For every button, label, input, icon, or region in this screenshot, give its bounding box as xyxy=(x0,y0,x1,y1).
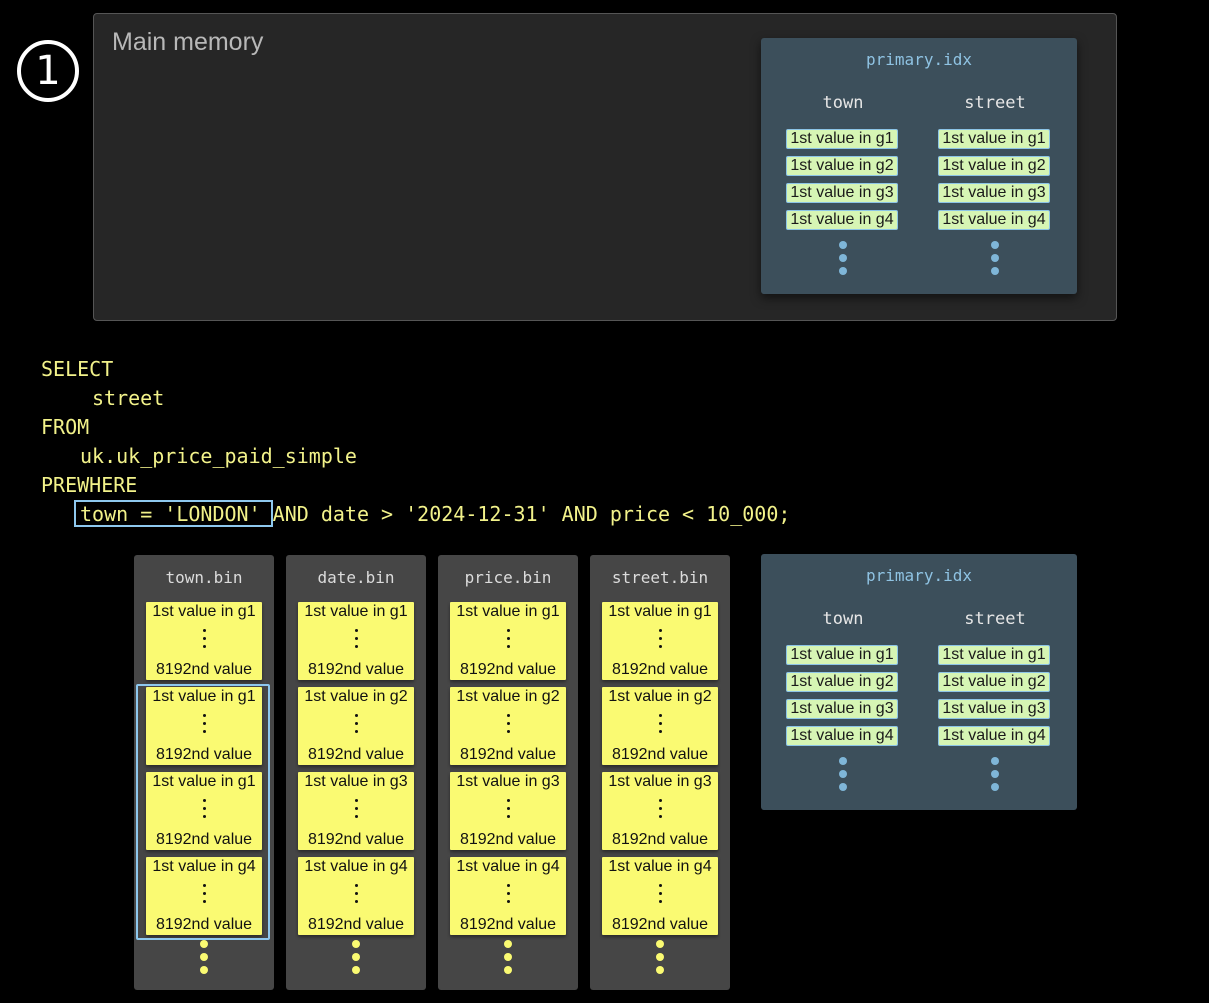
primary-index-title: primary.idx xyxy=(866,566,972,585)
ellipsis-dots-icon xyxy=(503,940,513,979)
index-column-street-header: street xyxy=(964,93,1026,113)
sql-select-keyword: SELECT xyxy=(41,357,114,381)
ellipsis-dots-icon xyxy=(990,757,1000,796)
step-number-badge: 1 xyxy=(17,40,79,102)
index-entry: 1st value in g4 xyxy=(786,726,898,746)
bin-file-name: town.bin xyxy=(165,568,243,587)
ellipsis-dots-icon xyxy=(655,940,665,979)
index-entry: 1st value in g1 xyxy=(938,645,1050,665)
condition-highlight-box xyxy=(74,500,273,527)
ellipsis-dots-icon xyxy=(351,940,361,979)
index-entry: 1st value in g3 xyxy=(938,699,1050,719)
bin-file-name: date.bin xyxy=(317,568,395,587)
main-memory-title: Main memory xyxy=(112,28,264,56)
ellipsis-dots-icon xyxy=(199,940,209,979)
sql-prewhere-condition: town = 'LONDON' AND date > '2024-12-31' … xyxy=(80,502,790,526)
sql-highlighted-condition: town = 'LONDON' xyxy=(80,502,261,526)
index-entry: 1st value in g4 xyxy=(786,210,898,230)
index-entry: 1st value in g2 xyxy=(938,672,1050,692)
primary-index-disk: primary.idx town street 1st value in g1 … xyxy=(761,554,1077,810)
ellipsis-dots-icon xyxy=(838,757,848,796)
bin-file-name: price.bin xyxy=(464,568,552,587)
index-entry: 1st value in g4 xyxy=(938,210,1050,230)
index-column-town-header: town xyxy=(822,93,864,113)
index-column-town-header: town xyxy=(822,609,864,629)
sql-table-name: uk.uk_price_paid_simple xyxy=(80,444,357,468)
index-entry: 1st value in g3 xyxy=(938,183,1050,203)
sql-remaining-conditions: AND date > '2024-12-31' AND price < 10_0… xyxy=(260,502,791,526)
index-entry: 1st value in g1 xyxy=(786,129,898,149)
sql-prewhere-keyword: PREWHERE xyxy=(41,473,138,497)
index-entry: 1st value in g2 xyxy=(786,672,898,692)
index-entry: 1st value in g2 xyxy=(938,156,1050,176)
index-entry: 1st value in g1 xyxy=(786,645,898,665)
index-entry: 1st value in g2 xyxy=(786,156,898,176)
primary-index-memory: primary.idx town street 1st value in g1 … xyxy=(761,38,1077,294)
bin-file-name: street.bin xyxy=(611,568,709,587)
sql-select-column: street xyxy=(92,386,165,410)
sql-from-keyword: FROM xyxy=(41,415,90,439)
index-entry: 1st value in g1 xyxy=(938,129,1050,149)
selected-granules-highlight xyxy=(136,684,270,940)
index-entry: 1st value in g4 xyxy=(938,726,1050,746)
ellipsis-dots-icon xyxy=(838,241,848,280)
index-column-street-header: street xyxy=(964,609,1026,629)
primary-index-title: primary.idx xyxy=(866,50,972,69)
index-entry: 1st value in g3 xyxy=(786,183,898,203)
ellipsis-dots-icon xyxy=(990,241,1000,280)
index-entry: 1st value in g3 xyxy=(786,699,898,719)
